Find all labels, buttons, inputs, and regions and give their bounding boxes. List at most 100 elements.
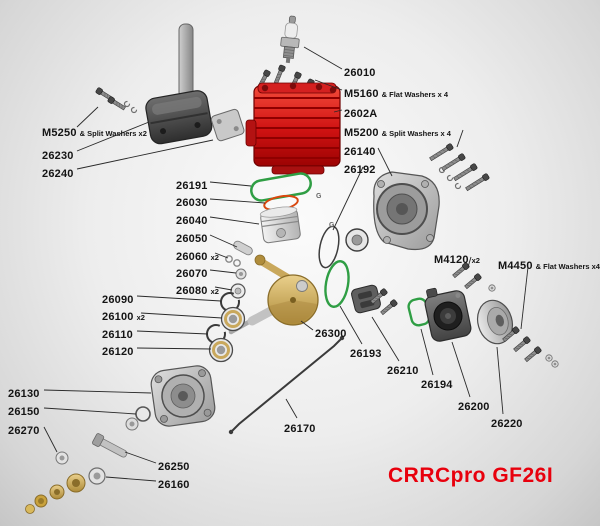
leader-line-26140 — [377, 147, 393, 177]
part-label-26210: 26210 — [387, 362, 419, 378]
crankcase-rear-part — [373, 171, 440, 251]
leader-line-M4120 — [467, 256, 472, 268]
cylinder-gasket-part — [250, 172, 312, 202]
part-number: 26160 — [158, 479, 190, 491]
part-number: 2602A — [344, 108, 378, 120]
rear-cover-part — [476, 299, 514, 345]
part-label-26140: 26140 — [344, 143, 376, 159]
leader-line-26080 — [214, 286, 233, 291]
part-label-2602A: 2602A — [344, 105, 377, 121]
part-number: 26060 — [176, 251, 208, 263]
part-label-suffix: x2 — [136, 313, 145, 322]
part-label-26130: 26130 — [8, 385, 40, 401]
part-number: 26100 — [102, 311, 134, 323]
part-number: 26220 — [491, 418, 523, 430]
leader-line-26120 — [136, 347, 212, 350]
part-number: 26230 — [42, 150, 74, 162]
leader-line-26150 — [43, 407, 137, 415]
leader-line-M4450 — [520, 266, 529, 330]
part-number: M4450 — [498, 260, 533, 272]
part-number: M5160 — [344, 88, 379, 100]
leader-line-2602A — [333, 109, 343, 113]
muffler-screws — [94, 86, 138, 114]
leader-line-M5250 — [76, 106, 99, 128]
part-label-26194: 26194 — [421, 376, 453, 392]
prop-screws — [501, 325, 559, 368]
part-number: 26080 — [176, 285, 208, 297]
throttle-rod-part — [228, 335, 345, 435]
part-label-26230: 26230 — [42, 147, 74, 163]
part-label-26192: 26192 — [344, 161, 376, 177]
part-label-26160: 26160 — [158, 476, 190, 492]
pin-washer-part — [235, 268, 247, 280]
part-label-suffix: x2 — [471, 256, 480, 265]
part-label-M5160: M5160& Flat Washers x 4 — [344, 85, 448, 101]
leader-line-26060 — [214, 252, 229, 259]
leader-line-M5200 — [456, 129, 464, 148]
leader-line-26200 — [451, 341, 471, 398]
leader-line-26010 — [303, 46, 343, 70]
part-number: 26270 — [8, 425, 40, 437]
part-number: M5200 — [344, 127, 379, 139]
part-number: 26140 — [344, 146, 376, 158]
part-number: 26192 — [344, 164, 376, 176]
part-label-suffix: x2 — [210, 253, 219, 262]
part-number: 26030 — [176, 197, 208, 209]
crankcase-screws — [428, 142, 491, 193]
leader-line-26070 — [209, 269, 237, 274]
part-label-suffix: & Flat Washers x 4 — [381, 90, 449, 99]
part-label-M5250: M5250& Split Washers x2 — [42, 124, 147, 140]
part-label-26050: 26050 — [176, 230, 208, 246]
part-number: 26300 — [315, 328, 347, 340]
part-number: M4120 — [434, 254, 469, 266]
part-label-26200: 26200 — [458, 398, 490, 414]
prop-bolt-part — [92, 433, 128, 458]
part-label-26090: 26090 — [102, 291, 134, 307]
muffler-gasket-part — [210, 108, 245, 142]
part-label-26240: 26240 — [42, 165, 74, 181]
part-label-26220: 26220 — [491, 415, 523, 431]
part-number: 26194 — [421, 379, 453, 391]
part-label-26250: 26250 — [158, 458, 190, 474]
leader-line-26050 — [209, 234, 238, 248]
part-number: 26170 — [284, 423, 316, 435]
small-bearing-part — [230, 283, 246, 299]
part-label-26193: 26193 — [350, 345, 382, 361]
part-label-26191: 26191 — [176, 177, 208, 193]
part-label-26070: 26070 — [176, 265, 208, 281]
leader-line-26160 — [105, 476, 157, 482]
wrist-pin-part — [233, 240, 253, 256]
part-number: 26150 — [8, 406, 40, 418]
part-number: 26193 — [350, 348, 382, 360]
part-label-26030: 26030 — [176, 194, 208, 210]
part-number: 26130 — [8, 388, 40, 400]
leader-line-26210 — [371, 316, 400, 362]
part-number: 26040 — [176, 215, 208, 227]
part-number: 26210 — [387, 365, 419, 377]
product-title: CRRCpro GF26I — [388, 464, 554, 487]
front-washer-set — [25, 451, 106, 514]
leader-line-26270 — [43, 426, 58, 453]
leader-line-26194 — [420, 328, 434, 376]
part-number: 26110 — [102, 329, 133, 341]
crankshaft-part — [228, 254, 319, 335]
part-label-suffix: & Flat Washers x4 — [535, 262, 600, 271]
gasket-mark: G — [329, 222, 335, 229]
cylinder-part — [245, 82, 341, 175]
crankcase-front-part — [150, 365, 216, 427]
leader-line-26250 — [124, 451, 157, 464]
leader-line-26030 — [209, 198, 266, 204]
leader-line-26110 — [136, 330, 209, 335]
part-label-26150: 26150 — [8, 403, 40, 419]
part-number: 26070 — [176, 268, 208, 280]
part-label-26040: 26040 — [176, 212, 208, 228]
front-rings-part — [125, 406, 151, 431]
leader-line-26230 — [76, 121, 150, 152]
case-gasket-part — [318, 225, 340, 269]
reed-gasket-part — [324, 260, 350, 308]
